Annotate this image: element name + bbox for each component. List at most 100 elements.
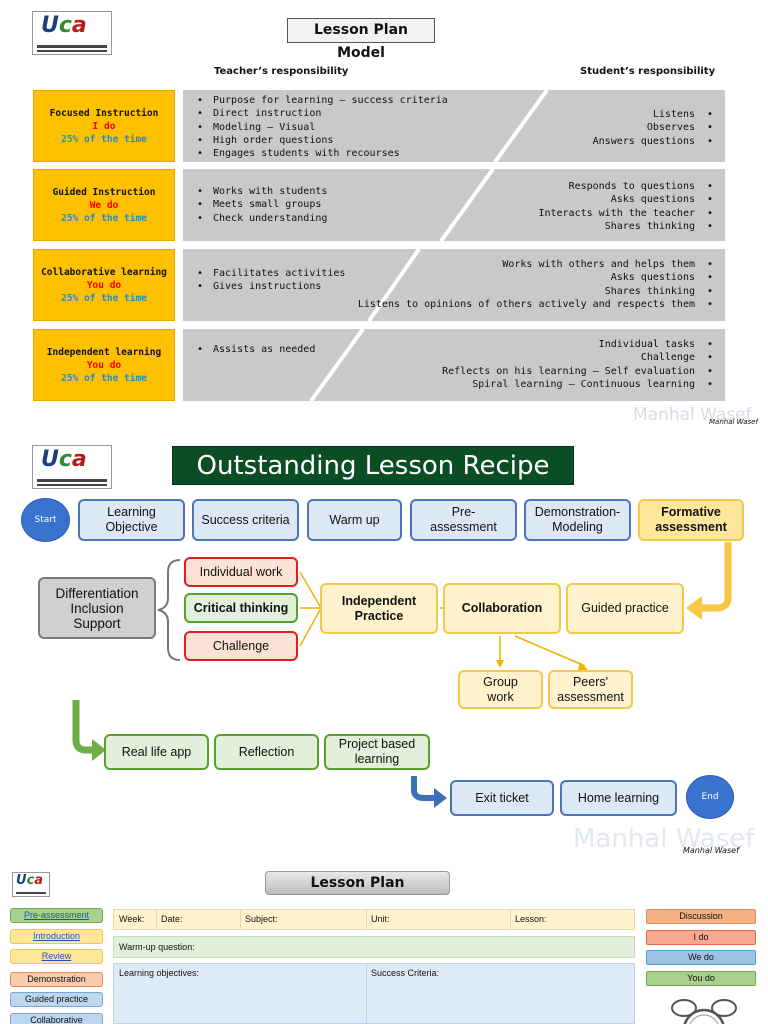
responsibility-row: Purpose for learning – success criteria … xyxy=(183,90,725,162)
column-divider xyxy=(366,963,367,1024)
stage-box: Guided Instruction We do 25% of the time xyxy=(33,169,175,241)
list-item: Works with others and helps them xyxy=(358,258,713,271)
column-divider xyxy=(156,909,157,930)
column-divider xyxy=(366,909,367,930)
mode-tab[interactable]: Discussion xyxy=(646,909,756,924)
list-item: Reflects on his learning – Self evaluati… xyxy=(442,365,713,378)
list-item: Gives instructions xyxy=(197,280,345,293)
stage-box: Collaborative learning You do 25% of the… xyxy=(33,249,175,321)
column-divider xyxy=(240,909,241,930)
success-criteria-box: Success criteria xyxy=(192,499,299,541)
end-circle: End xyxy=(686,775,734,819)
pre-assessment-box: Pre-assessment xyxy=(410,499,517,541)
stage-tab[interactable]: Demonstration xyxy=(10,971,103,987)
alarm-clock-icon xyxy=(671,999,737,1024)
subject-field[interactable]: Subject: xyxy=(245,914,278,924)
differentiation-box: Differentiation Inclusion Support xyxy=(38,577,156,639)
signature: Manhal Wasef xyxy=(709,418,758,426)
mode-tab[interactable]: I do xyxy=(646,929,756,945)
warmup-question-field[interactable]: Warm-up question: xyxy=(119,942,195,952)
list-item: Asks questions xyxy=(358,271,713,284)
mode-tab[interactable]: You do xyxy=(646,970,756,986)
teacher-list: Facilitates activities Gives instruction… xyxy=(197,267,345,294)
list-item: Modeling – Visual xyxy=(197,121,448,134)
stage-box: Independent learning You do 25% of the t… xyxy=(33,329,175,401)
peers-assessment-box: Peers' assessment xyxy=(548,670,633,709)
stage-tab[interactable]: Review xyxy=(10,949,103,964)
watermark: Manhal Wasef xyxy=(633,405,752,425)
learning-objectives-field[interactable]: Learning objectives: xyxy=(119,968,200,978)
list-item: Listens xyxy=(593,108,713,121)
list-item: Facilitates activities xyxy=(197,267,345,280)
reflection-box: Reflection xyxy=(214,734,319,770)
stage-box: Focused Instruction I do 25% of the time xyxy=(33,90,175,162)
list-item: Challenge xyxy=(442,351,713,364)
teacher-header: Teacher’s responsibility xyxy=(214,66,349,77)
uca-logo: Uca xyxy=(32,11,112,55)
teacher-list: Purpose for learning – success criteria … xyxy=(197,94,448,160)
responsibility-row: Works with students Meets small groups C… xyxy=(183,169,725,241)
project-based-learning-box: Project based learning xyxy=(324,734,430,770)
lesson-plan-title: Lesson Plan xyxy=(265,871,450,895)
list-item: Shares thinking xyxy=(358,285,713,298)
warm-up-box: Warm up xyxy=(307,499,402,541)
list-item: Engages students with recourses xyxy=(197,147,448,160)
lesson-field[interactable]: Lesson: xyxy=(515,914,547,924)
list-item: Asks questions xyxy=(538,193,713,206)
list-item: Responds to questions xyxy=(538,180,713,193)
demonstration-box: Demonstration-Modeling xyxy=(524,499,631,541)
independent-practice-box: Independent Practice xyxy=(320,583,438,634)
exit-ticket-box: Exit ticket xyxy=(450,780,554,816)
header-row xyxy=(113,909,635,930)
page-title: Lesson Plan Model xyxy=(287,18,435,61)
student-list: Responds to questions Asks questions Int… xyxy=(538,180,713,233)
home-learning-box: Home learning xyxy=(560,780,677,816)
watermark: Manhal Wasef xyxy=(573,824,755,854)
group-work-box: Group work xyxy=(458,670,543,709)
stage-tab[interactable]: Guided practice xyxy=(10,992,103,1007)
unit-field[interactable]: Unit: xyxy=(371,914,390,924)
list-item: Meets small groups xyxy=(197,198,327,211)
start-circle: Start xyxy=(21,498,70,542)
date-field[interactable]: Date: xyxy=(161,914,183,924)
week-field[interactable]: Week: xyxy=(119,914,145,924)
student-list: Individual tasks Challenge Reflects on h… xyxy=(442,338,713,391)
collaboration-box: Collaboration xyxy=(443,583,561,634)
mode-tab[interactable]: We do xyxy=(646,950,756,965)
responsibility-row: Assists as needed Individual tasks Chall… xyxy=(183,329,725,401)
list-item: Spiral learning – Continuous learning xyxy=(442,378,713,391)
list-item: Shares thinking xyxy=(538,220,713,233)
success-criteria-field[interactable]: Success Criteria: xyxy=(371,968,440,978)
uca-logo: Uca xyxy=(32,445,112,489)
list-item: Answers questions xyxy=(593,135,713,148)
column-divider xyxy=(510,909,511,930)
list-item: High order questions xyxy=(197,134,448,147)
list-item: Individual tasks xyxy=(442,338,713,351)
list-item: Works with students xyxy=(197,185,327,198)
list-item: Check understanding xyxy=(197,212,327,225)
list-item: Purpose for learning – success criteria xyxy=(197,94,448,107)
stage-tab[interactable]: Pre-assessment xyxy=(10,908,103,923)
list-item: Direct instruction xyxy=(197,107,448,120)
student-list: Listens Observes Answers questions xyxy=(593,108,713,148)
student-list: Works with others and helps them Asks qu… xyxy=(358,258,713,311)
stage-tab[interactable]: Introduction xyxy=(10,928,103,944)
warmup-row xyxy=(113,936,635,958)
flow-connectors xyxy=(72,542,732,808)
stage-tab[interactable]: Collaborative xyxy=(10,1012,103,1024)
list-item: Observes xyxy=(593,121,713,134)
signature: Manhal Wasef xyxy=(683,846,739,855)
row-divider xyxy=(439,169,495,241)
teacher-list: Assists as needed xyxy=(197,343,315,356)
list-item: Listens to opinions of others actively a… xyxy=(358,298,713,311)
challenge-box: Challenge xyxy=(184,631,298,661)
teacher-list: Works with students Meets small groups C… xyxy=(197,185,327,225)
list-item: Assists as needed xyxy=(197,343,315,356)
formative-assessment-box: Formative assessment xyxy=(638,499,744,541)
critical-thinking-box: Critical thinking xyxy=(184,593,298,623)
real-life-app-box: Real life app xyxy=(104,734,209,770)
student-header: Student’s responsibility xyxy=(580,66,716,77)
recipe-title: Outstanding Lesson Recipe xyxy=(172,446,574,485)
row-divider xyxy=(493,90,549,162)
objectives-row xyxy=(113,963,635,1024)
